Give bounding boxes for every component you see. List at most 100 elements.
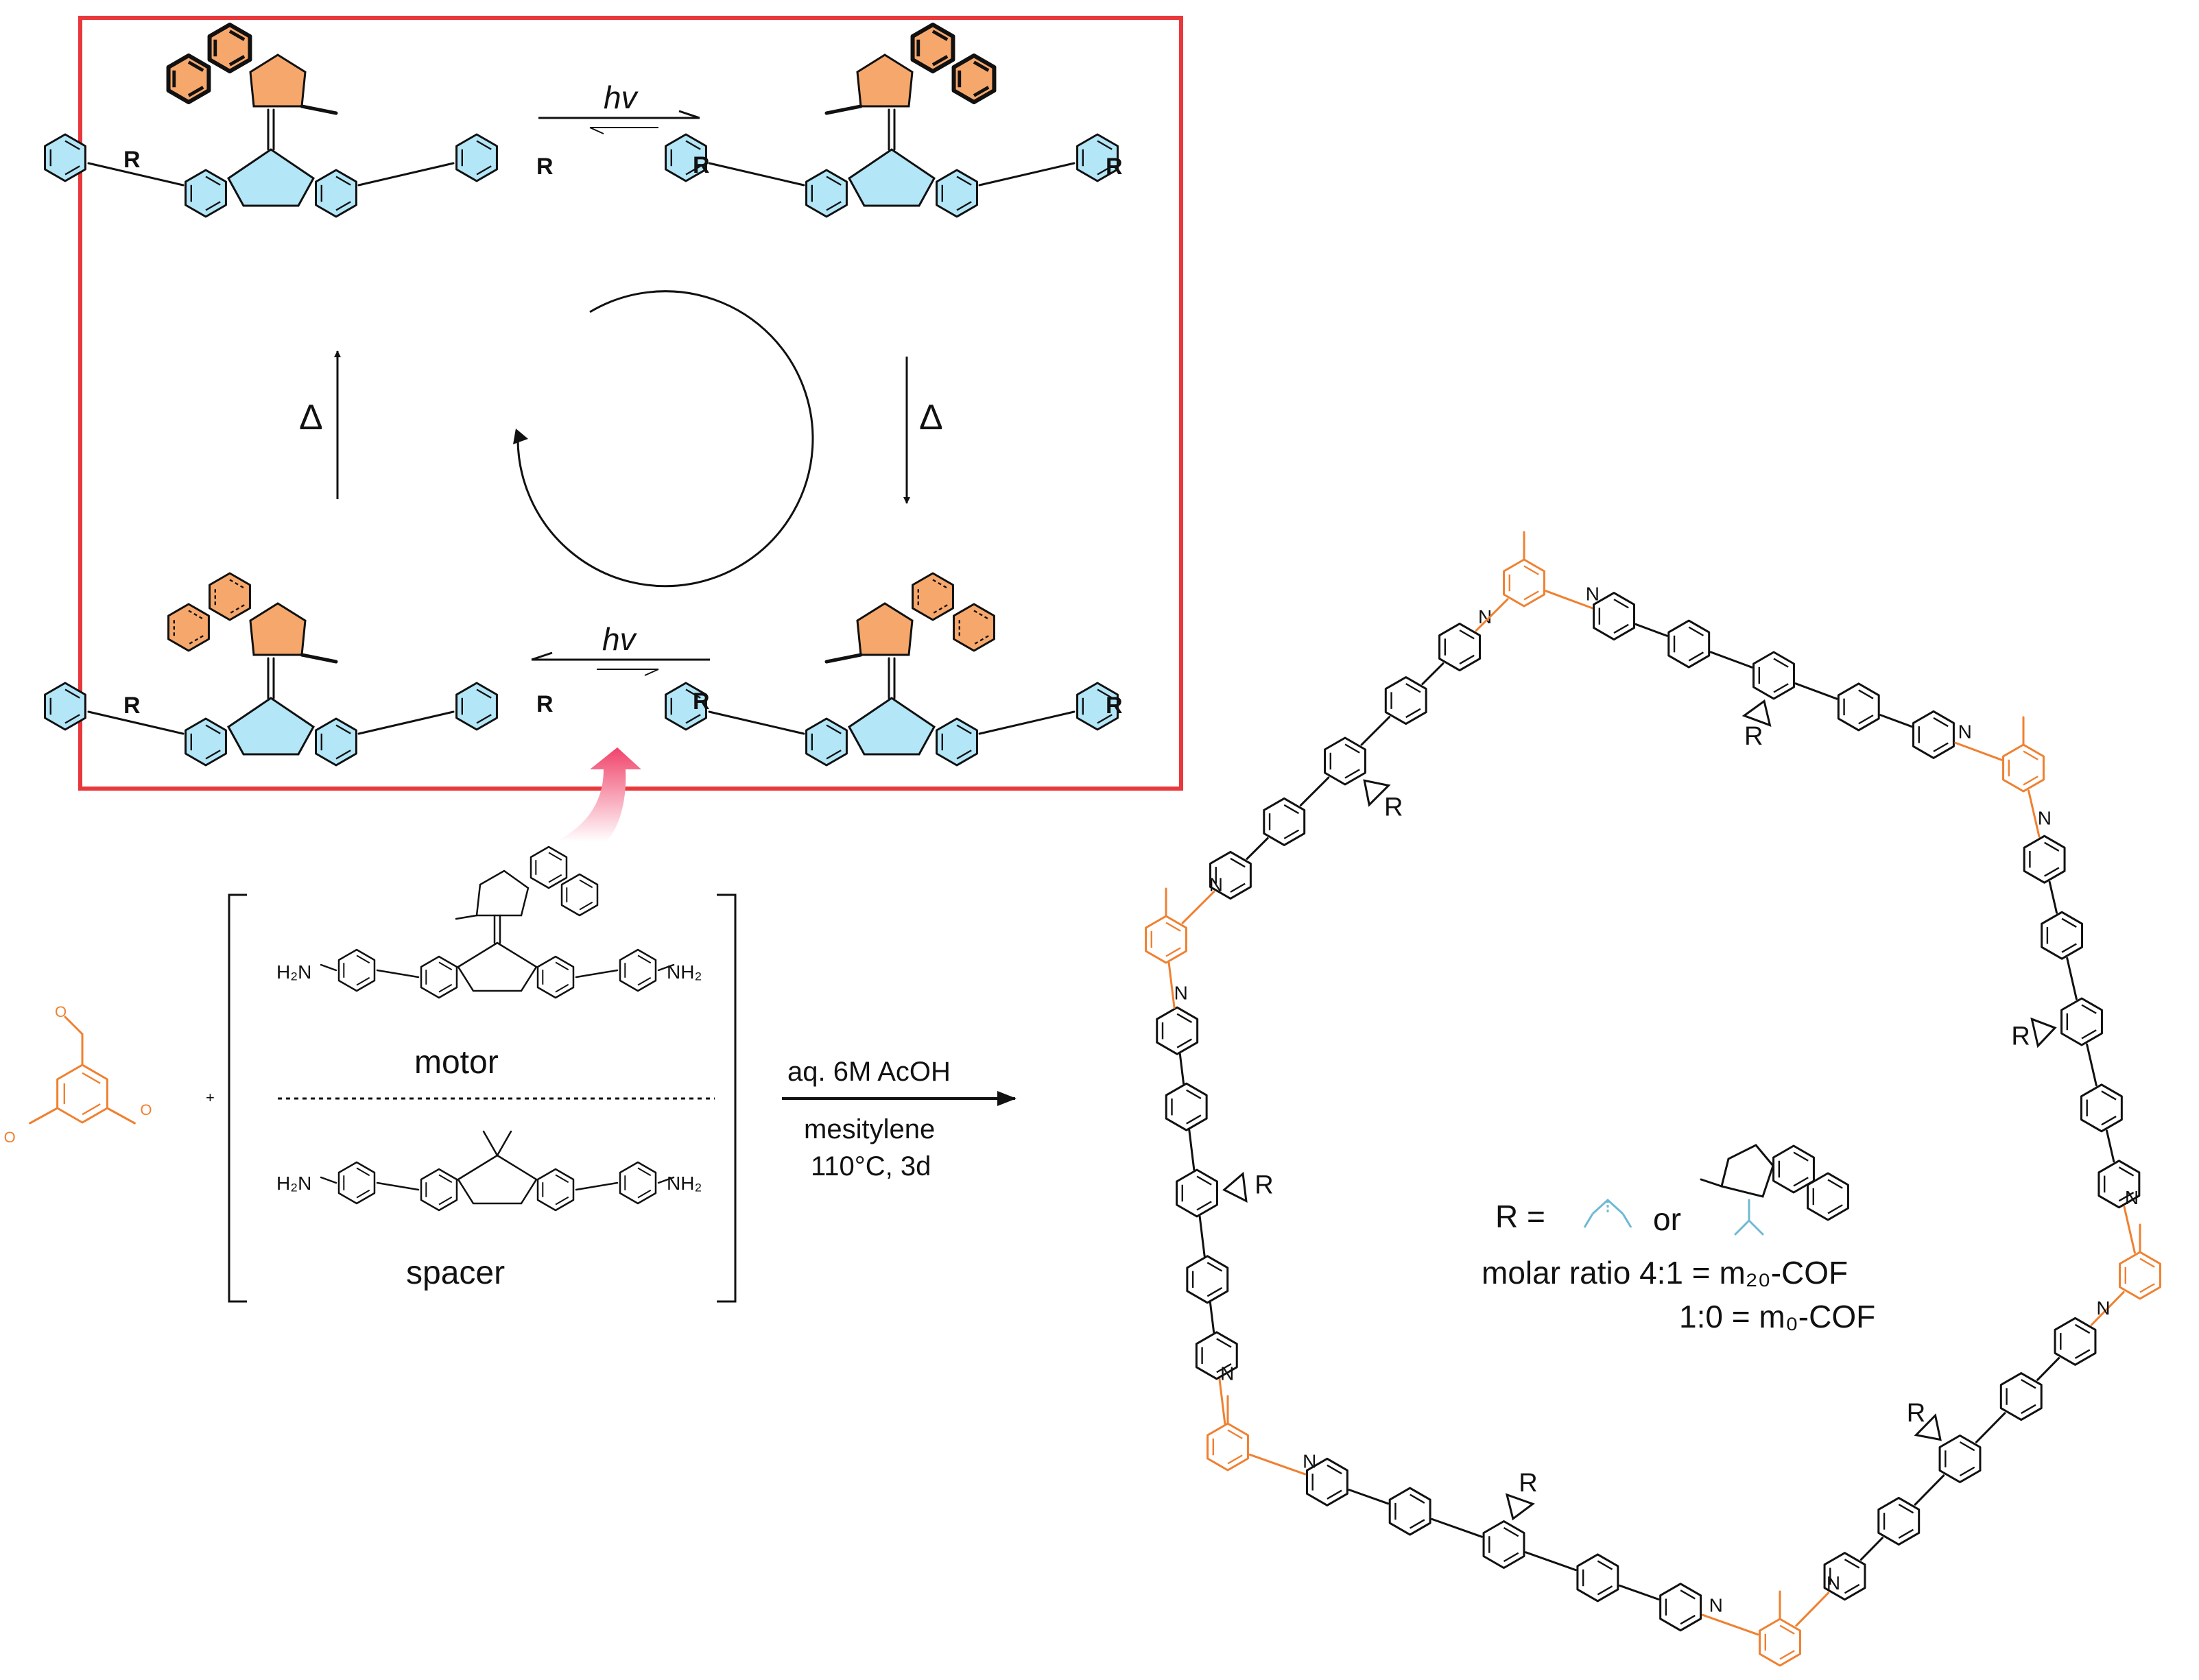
double-bond bbox=[1779, 1650, 1795, 1660]
r-label: R bbox=[1519, 1469, 1537, 1498]
benzene-ring bbox=[619, 948, 657, 992]
benzene-ring bbox=[1438, 623, 1481, 672]
double-bond bbox=[476, 140, 492, 150]
bond bbox=[357, 710, 455, 735]
bond bbox=[1181, 890, 1215, 924]
double-bond bbox=[555, 983, 569, 993]
double-bond bbox=[2081, 1004, 2097, 1014]
condition-solvent: mesitylene bbox=[804, 1114, 935, 1144]
double-bond bbox=[64, 688, 80, 699]
double-bond bbox=[956, 749, 972, 760]
double-bond bbox=[956, 724, 972, 734]
double-bond bbox=[1523, 565, 1539, 575]
benzene-ring bbox=[2119, 1251, 2161, 1300]
benzene-ring bbox=[912, 572, 954, 621]
molar-ratio-line-1: molar ratio 4:1 = m₂₀-COF bbox=[1482, 1255, 1848, 1291]
double-bond bbox=[548, 852, 562, 861]
double-bond bbox=[1613, 599, 1629, 609]
bond bbox=[1709, 651, 1753, 669]
double-bond bbox=[228, 29, 246, 41]
double-bond bbox=[2081, 1029, 2097, 1040]
spacer-monomer bbox=[320, 1130, 675, 1212]
hv-label-top: hv bbox=[604, 80, 639, 115]
bond bbox=[1246, 837, 1269, 860]
double-bond bbox=[1933, 742, 1949, 752]
double-bond bbox=[1405, 708, 1421, 719]
bond bbox=[87, 710, 185, 735]
bond bbox=[1525, 1551, 1577, 1572]
double-bond bbox=[228, 55, 246, 67]
double-bond bbox=[1196, 1201, 1212, 1211]
double-bond bbox=[64, 165, 80, 176]
double-bond bbox=[973, 86, 990, 97]
benzene-ring bbox=[1752, 651, 1795, 700]
bond bbox=[2086, 1043, 2097, 1087]
bond bbox=[482, 1130, 499, 1157]
bond bbox=[1879, 714, 1913, 728]
double-bond bbox=[2118, 1166, 2135, 1177]
double-bond bbox=[1503, 1552, 1519, 1563]
imine-n-label: N bbox=[1586, 583, 1600, 604]
bond bbox=[29, 1107, 59, 1125]
benzene-ring bbox=[2023, 835, 2066, 884]
benzene-ring bbox=[2097, 1160, 2141, 1209]
benzene-ring bbox=[953, 603, 995, 652]
motor-molecule-top-right bbox=[665, 23, 1119, 218]
double-bond bbox=[1827, 1179, 1843, 1189]
double-bond bbox=[1283, 804, 1300, 815]
double-bond bbox=[82, 1103, 101, 1116]
double-bond bbox=[1227, 1429, 1243, 1439]
benzene-ring bbox=[1384, 676, 1427, 725]
double-bond bbox=[973, 635, 989, 645]
double-bond bbox=[64, 714, 80, 724]
double-bond bbox=[1165, 922, 1181, 932]
double-bond bbox=[637, 1167, 652, 1177]
five-membered-ring bbox=[848, 697, 936, 756]
double-bond bbox=[1207, 1287, 1223, 1297]
bond bbox=[1545, 590, 1593, 610]
imine-n-label: N bbox=[1220, 1363, 1234, 1384]
r-label: R bbox=[1106, 693, 1123, 719]
rotation-cycle-icon bbox=[513, 290, 814, 588]
benzene-ring bbox=[1324, 736, 1366, 786]
double-bond bbox=[956, 201, 972, 211]
benzene-ring bbox=[2060, 997, 2103, 1046]
benzene-ring bbox=[1772, 1144, 1815, 1194]
bond bbox=[2048, 880, 2058, 914]
double-bond bbox=[335, 724, 351, 734]
double-bond bbox=[1410, 1519, 1425, 1529]
bond bbox=[657, 1176, 675, 1184]
h2n-label: H₂N bbox=[276, 961, 311, 983]
double-bond bbox=[438, 1174, 453, 1184]
double-bond bbox=[1827, 1204, 1843, 1214]
bond bbox=[64, 1016, 84, 1035]
r-label: R bbox=[693, 688, 710, 715]
double-bond bbox=[205, 201, 221, 211]
bond bbox=[657, 963, 675, 972]
benzene-ring bbox=[337, 1161, 376, 1205]
bond bbox=[1795, 1592, 1830, 1627]
double-bond bbox=[2074, 1349, 2091, 1359]
double-bond bbox=[335, 176, 351, 186]
benzene-ring bbox=[1877, 1496, 1921, 1546]
double-bond bbox=[2021, 1379, 2036, 1389]
double-bond bbox=[1097, 714, 1113, 724]
bond bbox=[1167, 961, 1176, 1009]
double-bond bbox=[1216, 1363, 1232, 1373]
double-bond bbox=[188, 610, 204, 620]
bond bbox=[1218, 1378, 1226, 1425]
double-bond bbox=[931, 29, 949, 41]
bond bbox=[824, 653, 863, 664]
bond bbox=[1700, 1178, 1723, 1188]
bond bbox=[2036, 1357, 2060, 1381]
double-bond bbox=[579, 879, 593, 889]
bond bbox=[1209, 1301, 1215, 1334]
double-bond bbox=[1793, 1177, 1809, 1187]
double-bond bbox=[2074, 1323, 2091, 1334]
bond bbox=[357, 162, 455, 187]
benzene-ring bbox=[1176, 1168, 1218, 1218]
spacer-label: spacer bbox=[406, 1255, 505, 1291]
bond bbox=[1618, 1584, 1660, 1600]
double-bond bbox=[2139, 1258, 2155, 1268]
benzene-ring bbox=[1667, 619, 1711, 669]
